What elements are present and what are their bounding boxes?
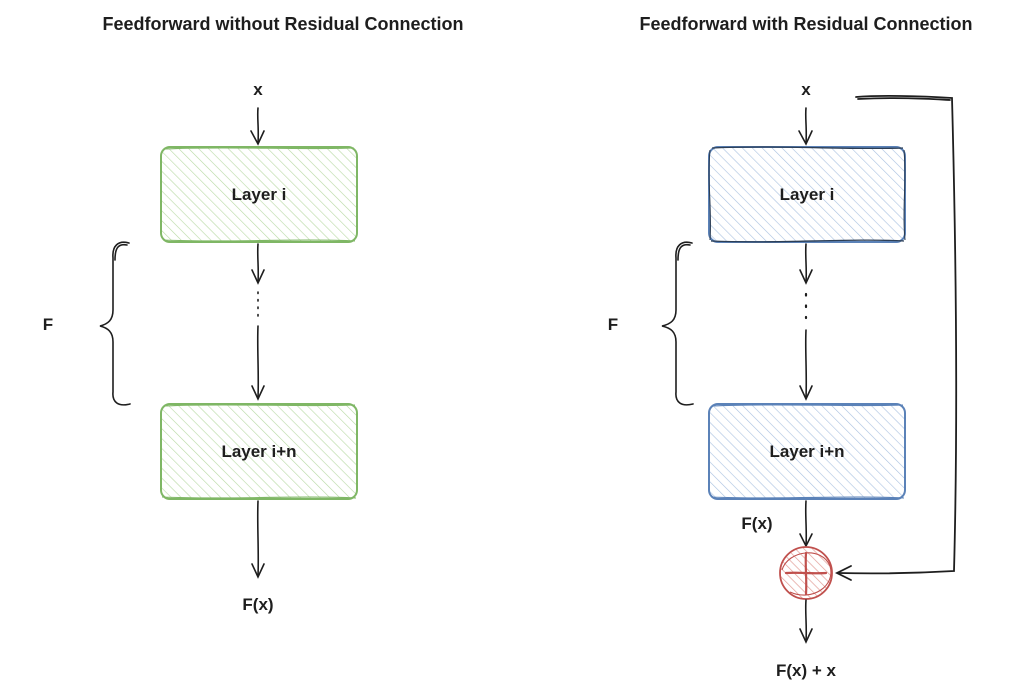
left-brace (99, 241, 131, 406)
right-diagram: Feedforward with Residual Connection x L… (608, 14, 973, 680)
right-brace (661, 241, 694, 406)
left-arrow-output (251, 500, 265, 579)
right-layer-top-label: Layer i (780, 185, 835, 204)
add-node-icon (779, 546, 833, 600)
left-layer-top-box: Layer i (160, 146, 358, 243)
left-layer-bottom-label: Layer i+n (221, 442, 296, 461)
left-layer-top-label: Layer i (232, 185, 287, 204)
right-arrow-input (798, 107, 813, 146)
right-layer-top-box: Layer i (708, 146, 906, 243)
right-title: Feedforward with Residual Connection (639, 14, 972, 34)
left-output-label: F(x) (242, 595, 273, 614)
right-layer-bottom-label: Layer i+n (769, 442, 844, 461)
right-output-label: F(x) + x (776, 661, 837, 680)
right-arrow-middle (799, 243, 813, 401)
right-arrow-output (799, 599, 813, 644)
left-layer-bottom-box: Layer i+n (160, 403, 358, 500)
left-brace-label: F (43, 315, 53, 334)
residual-skip-arrow (834, 95, 958, 581)
right-layer-bottom-box: Layer i+n (708, 403, 906, 500)
left-arrow-middle (251, 243, 265, 401)
right-brace-label: F (608, 315, 618, 334)
left-input-label: x (253, 80, 263, 99)
right-arrow-to-add (799, 500, 813, 548)
right-fx-label: F(x) (741, 514, 772, 533)
right-input-label: x (801, 80, 811, 99)
left-arrow-input (250, 107, 265, 146)
left-diagram: Feedforward without Residual Connection … (43, 14, 464, 614)
left-title: Feedforward without Residual Connection (102, 14, 463, 34)
